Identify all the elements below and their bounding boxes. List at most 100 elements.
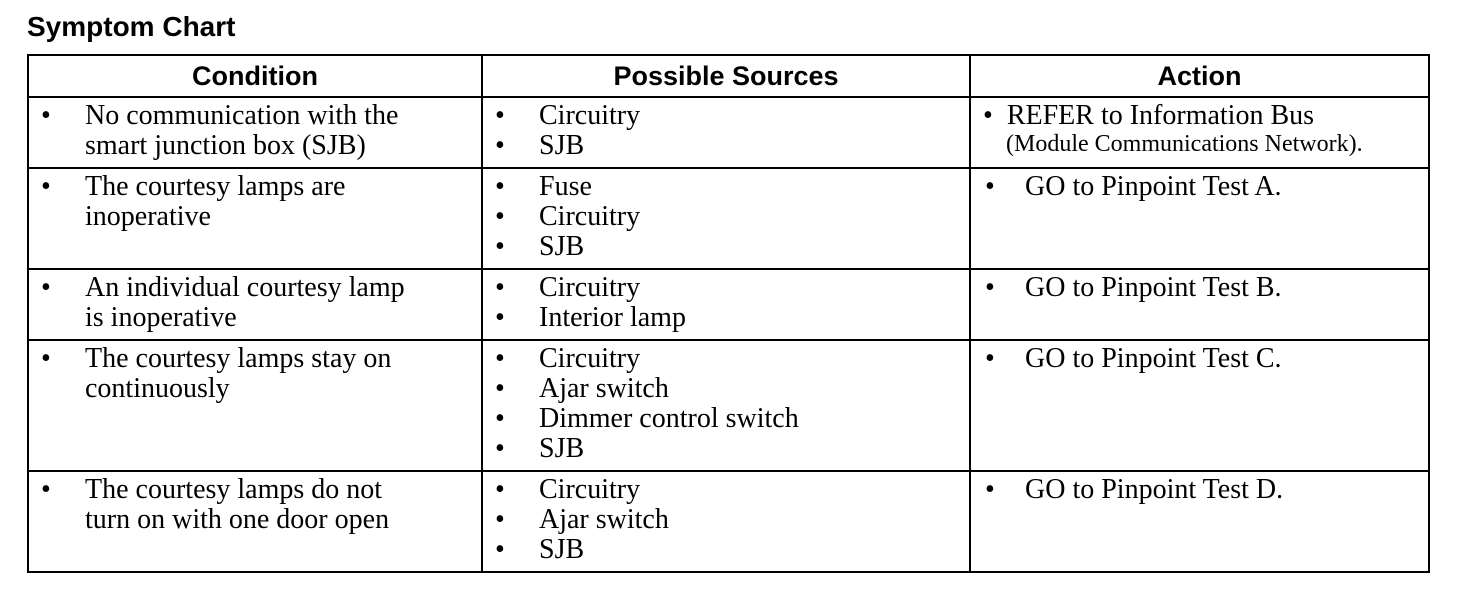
source-label: Circuitry <box>539 201 641 232</box>
action-label: GO to Pinpoint Test D. <box>1025 474 1284 505</box>
bullet-icon: • <box>495 302 505 333</box>
source-label: Circuitry <box>539 343 641 374</box>
bullet-icon: • <box>41 272 51 303</box>
column-header-possible-sources: Possible Sources <box>481 54 971 98</box>
condition-line: continuously <box>85 373 230 404</box>
condition-line: is inoperative <box>85 302 237 333</box>
action-label: GO to Pinpoint Test C. <box>1025 343 1282 374</box>
condition-item: • The courtesy lamps stay on continuousl… <box>29 344 481 404</box>
page-title: Symptom Chart <box>27 11 236 42</box>
action-label: GO to Pinpoint Test B. <box>1025 272 1282 303</box>
action-item: • REFER to Information Bus <box>971 101 1428 131</box>
condition-cell: • No communication with the smart juncti… <box>27 96 483 169</box>
column-header-condition: Condition <box>27 54 483 98</box>
bullet-icon: • <box>495 373 505 404</box>
source-label: Circuitry <box>539 100 641 131</box>
bullet-icon: • <box>495 474 505 505</box>
sources-cell: • Circuitry • Interior lamp <box>481 268 971 341</box>
source-item: • Ajar switch <box>483 374 969 404</box>
bullet-icon: • <box>495 201 505 232</box>
table-row: • No communication with the smart juncti… <box>27 96 1430 169</box>
condition-cell: • An individual courtesy lamp is inopera… <box>27 268 483 341</box>
sources-cell: • Circuitry • SJB <box>481 96 971 169</box>
sources-cell: • Circuitry • Ajar switch • Dimmer control … <box>481 339 971 472</box>
action-item: • GO to Pinpoint Test D. <box>971 475 1428 505</box>
source-item: • SJB <box>483 131 969 161</box>
condition-line: The courtesy lamps are <box>85 171 346 202</box>
bullet-icon: • <box>495 130 505 161</box>
source-item: • Fuse <box>483 172 969 202</box>
source-item: • Interior lamp <box>483 303 969 333</box>
source-item: • Circuitry <box>483 273 969 303</box>
bullet-icon: • <box>495 343 505 374</box>
action-cell: • GO to Pinpoint Test D. <box>969 470 1430 573</box>
symptom-table: Condition Possible Sources Action • No c… <box>27 54 1430 573</box>
bullet-icon: • <box>495 272 505 303</box>
condition-cell: • The courtesy lamps stay on continuousl… <box>27 339 483 472</box>
condition-line: turn on with one door open <box>85 504 390 535</box>
source-label: Ajar switch <box>539 504 669 535</box>
bullet-icon: • <box>495 504 505 535</box>
condition-cell: • The courtesy lamps are inoperative <box>27 167 483 270</box>
source-item: •SJB <box>483 434 969 464</box>
bullet-icon: • <box>495 171 505 202</box>
action-item: • GO to Pinpoint Test C. <box>971 344 1428 374</box>
source-label: Circuitry <box>539 474 641 505</box>
column-header-action: Action <box>969 54 1430 98</box>
bullet-icon: • <box>495 231 505 262</box>
table-header-row: Condition Possible Sources Action <box>27 54 1430 98</box>
condition-line: inoperative <box>85 201 211 232</box>
bullet-icon: • <box>985 343 995 374</box>
bullet-icon: • <box>41 474 51 505</box>
source-label: Dimmer control switch <box>539 403 799 434</box>
source-item: • Circuitry <box>483 202 969 232</box>
bullet-icon: • <box>985 474 995 505</box>
source-label: Fuse <box>539 171 592 202</box>
source-item: • Ajar switch <box>483 505 969 535</box>
action-item: •GO to Pinpoint Test A. <box>971 172 1428 202</box>
bullet-icon: • <box>41 343 51 374</box>
table-row: • An individual courtesy lamp is inopera… <box>27 268 1430 341</box>
action-label: REFER to Information Bus <box>1006 100 1315 131</box>
sources-cell: • Circuitry • Ajar switch •SJB <box>481 470 971 573</box>
action-note: (Module Communications Network). <box>1006 131 1363 157</box>
bullet-icon: • <box>495 403 505 434</box>
condition-item: • An individual courtesy lamp is inopera… <box>29 273 481 333</box>
action-cell: •GO to Pinpoint Test A. <box>969 167 1430 270</box>
condition-line: The courtesy lamps stay on <box>85 343 392 374</box>
condition-line: An individual courtesy lamp <box>85 272 405 303</box>
condition-line: No communication with the <box>85 100 399 131</box>
source-label: SJB <box>539 231 585 262</box>
bullet-icon: • <box>495 534 505 565</box>
source-label: Circuitry <box>539 272 641 303</box>
action-item: • GO to Pinpoint Test B. <box>971 273 1428 303</box>
bullet-icon: • <box>41 171 51 202</box>
condition-item: • The courtesy lamps are inoperative <box>29 172 481 232</box>
source-item: • Dimmer control switch <box>483 404 969 434</box>
action-cell: • GO to Pinpoint Test C. <box>969 339 1430 472</box>
sources-cell: • Fuse • Circuitry • SJB <box>481 167 971 270</box>
condition-cell: • The courtesy lamps do not turn on with… <box>27 470 483 573</box>
bullet-icon: • <box>985 171 995 202</box>
source-item: • Circuitry <box>483 344 969 374</box>
source-label: Interior lamp <box>539 302 686 333</box>
action-cell: • REFER to Information Bus (Module Commu… <box>969 96 1430 169</box>
source-item: • SJB <box>483 232 969 262</box>
source-item: • Circuitry <box>483 101 969 131</box>
source-item: • Circuitry <box>483 475 969 505</box>
source-label: SJB <box>539 130 585 161</box>
bullet-icon: • <box>41 100 51 131</box>
source-label: SJB <box>539 433 585 464</box>
condition-item: • The courtesy lamps do not turn on with… <box>29 475 481 535</box>
bullet-icon: • <box>983 100 993 131</box>
bullet-icon: • <box>985 272 995 303</box>
bullet-icon: • <box>495 100 505 131</box>
source-label: Ajar switch <box>539 373 669 404</box>
action-cell: • GO to Pinpoint Test B. <box>969 268 1430 341</box>
table-row: • The courtesy lamps do not turn on with… <box>27 470 1430 573</box>
table-row: • The courtesy lamps are inoperative • Fu… <box>27 167 1430 270</box>
condition-line: The courtesy lamps do not <box>85 474 383 505</box>
table-row: • The courtesy lamps stay on continuousl… <box>27 339 1430 472</box>
condition-line: smart junction box (SJB) <box>85 130 366 161</box>
source-item: •SJB <box>483 535 969 565</box>
